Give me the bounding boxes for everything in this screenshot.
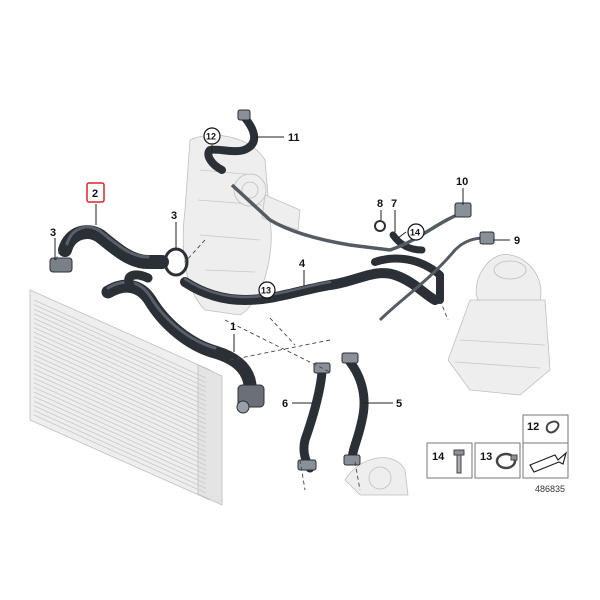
radiator-fin: [33, 318, 207, 397]
assembly-dashes: [54, 239, 449, 491]
callout-circle-14: [407, 223, 425, 241]
lower-housing-ghost: [344, 457, 409, 496]
radiator-ghost: [29, 289, 223, 506]
spring-clip-icon: [545, 420, 560, 434]
radiator-fin: [33, 410, 207, 489]
callout-part-14[interactable]: 14: [410, 228, 420, 238]
callout-part-4[interactable]: 4: [299, 258, 306, 270]
radiator-fin: [33, 373, 207, 452]
hose-part-2: [49, 225, 169, 273]
bolt-icon: [453, 449, 465, 474]
legend-box-14[interactable]: [426, 442, 473, 479]
radiator-fin: [33, 345, 207, 425]
radiator-fin: [33, 336, 207, 416]
legend-label-13: 13: [480, 451, 492, 463]
oring-part-8: [374, 220, 386, 232]
radiator-fin: [33, 368, 207, 448]
highlight-box-part-2: [86, 182, 105, 203]
hose-part-7: [389, 231, 426, 254]
radiator-fin: [33, 327, 207, 406]
leader-lines: [54, 136, 510, 404]
callout-part-12[interactable]: 12: [206, 132, 216, 142]
radiator-fin: [33, 359, 207, 439]
callout-circle-12: [203, 127, 221, 145]
legend-label-12: 12: [527, 421, 539, 433]
radiator-fin: [33, 308, 207, 388]
legend-label-14: 14: [432, 451, 445, 463]
callout-circle-13: [258, 281, 276, 299]
radiator-fin: [33, 341, 207, 420]
catalog-number: 486835: [535, 484, 565, 494]
callout-part-6[interactable]: 6: [282, 398, 288, 410]
hose-part-4: [180, 254, 444, 305]
pipe-part-9: [378, 231, 495, 322]
radiator-fin: [33, 382, 207, 462]
callout-part-13[interactable]: 13: [261, 286, 271, 296]
radiator-fin: [33, 405, 207, 485]
callout-part-1[interactable]: 1: [230, 321, 236, 333]
radiator-fin: [33, 364, 207, 443]
radiator-fin: [33, 304, 207, 383]
callout-part-2[interactable]: 2: [92, 188, 98, 200]
radiator-fin: [33, 322, 207, 402]
radiator-fin: [33, 400, 207, 480]
radiator-fin: [33, 354, 207, 434]
radiator-fin: [33, 396, 207, 475]
callout-labels: 2 3 3 1 4 5 6 7 8 9 10 11 12 13 14: [50, 127, 520, 410]
arrow-icon: [529, 451, 568, 473]
expansion-tank-ghost: [447, 254, 551, 396]
hose-clamp-icon: [495, 452, 518, 470]
radiator-fin: [33, 387, 207, 466]
pipe-part-10: [230, 183, 472, 252]
radiator-fin: [33, 414, 207, 494]
callout-part-9[interactable]: 9: [514, 235, 520, 247]
hose-part-5: [341, 352, 369, 466]
engine-ghost: [182, 134, 301, 316]
callout-part-3-left[interactable]: 3: [50, 227, 56, 239]
radiator-fin: [33, 313, 207, 393]
callout-part-8[interactable]: 8: [377, 198, 383, 210]
callout-part-5[interactable]: 5: [396, 398, 402, 410]
hose-part-1: [101, 270, 265, 414]
radiator-fin: [33, 377, 207, 457]
radiator-fin: [33, 331, 207, 411]
legend-box-12[interactable]: [522, 414, 569, 444]
callout-part-7[interactable]: 7: [391, 198, 397, 210]
hose-part-6: [297, 362, 331, 473]
callout-part-10[interactable]: 10: [456, 176, 468, 188]
radiator-fin: [33, 391, 207, 471]
clamp-part-3: [163, 247, 189, 277]
radiator-fin: [33, 350, 207, 429]
radiator-fin: [33, 299, 207, 379]
callout-part-11[interactable]: 11: [288, 132, 300, 144]
callout-part-3-right[interactable]: 3: [171, 210, 177, 222]
legend-boxes: 14 13 12: [426, 414, 569, 479]
hose-part-11: [204, 109, 259, 174]
